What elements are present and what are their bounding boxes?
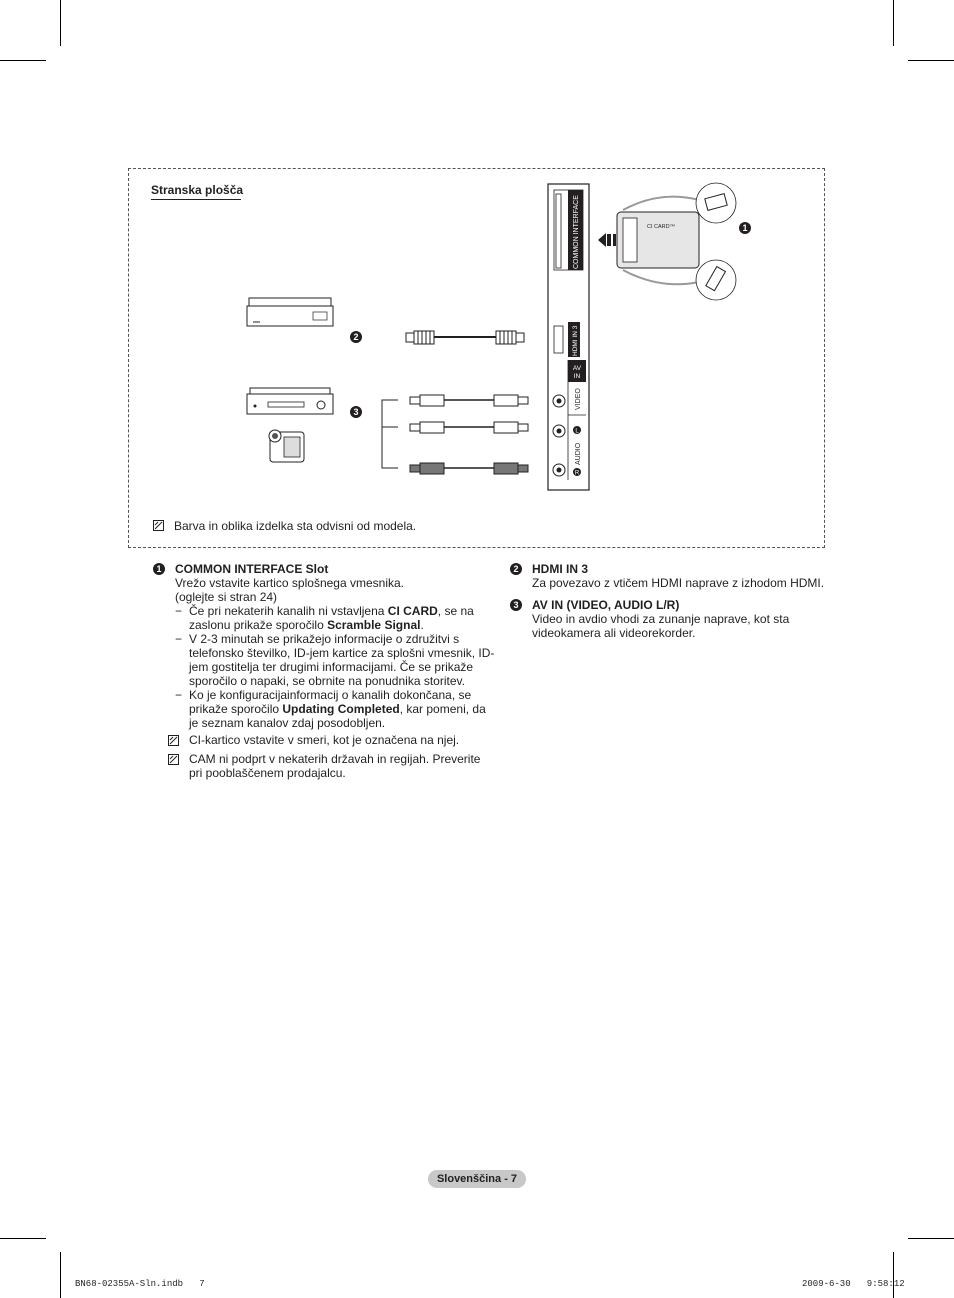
common-interface-section: COMMON INTERFACE Slot Vrežo vstavite kar… [175, 562, 495, 730]
av-in-section: AV IN (VIDEO, AUDIO L/R) Video in avdio … [532, 598, 832, 640]
callout-2: 2 [350, 331, 362, 343]
page-number-badge: Slovenščina - 7 [428, 1170, 526, 1188]
audio-label: AUDIO [575, 442, 582, 465]
crop-mark [893, 1252, 894, 1298]
note-icon [168, 754, 179, 765]
svg-text:1: 1 [742, 223, 747, 233]
item-number-2: 2 [510, 563, 522, 575]
crop-mark [60, 0, 61, 46]
crop-mark [0, 1238, 46, 1239]
file-info: BN68-02355A-Sln.indb 7 [75, 1279, 205, 1289]
section-text: Video in avdio vhodi za zunanje naprave,… [532, 612, 790, 640]
vcr-illustration [246, 387, 334, 415]
rca-cable-audio-l [409, 421, 529, 434]
common-interface-label: COMMON INTERFACE [573, 195, 580, 269]
item-number-1: 1 [153, 563, 165, 575]
svg-text:3: 3 [353, 407, 358, 417]
section-heading: AV IN (VIDEO, AUDIO L/R) [532, 598, 680, 612]
ci-card-illustration: CI CARD™ [616, 182, 737, 301]
title-underline [151, 199, 241, 200]
item-number-3: 3 [510, 599, 522, 611]
rca-cable-audio-r [409, 462, 529, 475]
av-in-label-1: AV [573, 365, 582, 372]
section-heading: HDMI IN 3 [532, 562, 589, 576]
hdmi-cable [405, 330, 525, 345]
crop-mark [60, 1252, 61, 1298]
svg-text:2: 2 [353, 332, 358, 342]
callout-1: 1 [739, 222, 751, 234]
note-icon [153, 520, 164, 531]
audio-r-label: R [575, 471, 580, 477]
tv-side-panel: COMMON INTERFACE HDMI IN 3 AV IN VIDEO A… [547, 183, 590, 491]
figure-frame [128, 168, 825, 548]
print-date: 2009-6-30 9:58:12 [802, 1279, 905, 1289]
crop-mark [908, 1238, 954, 1239]
list-item: Ko je konfiguracijainformacij o kanalih … [175, 688, 495, 730]
hdmi-label: HDMI IN 3 [572, 325, 579, 356]
video-label: VIDEO [575, 388, 582, 410]
note-icon [168, 735, 179, 746]
note-text: CAM ni podprt v nekaterih državah in reg… [189, 752, 481, 780]
section-line: (oglejte si stran 24) [175, 590, 278, 604]
connection-diagram: 2 3 1 [246, 182, 751, 491]
camcorder-illustration [268, 429, 305, 463]
dvd-player-illustration [246, 297, 334, 327]
crop-mark [893, 0, 894, 46]
list-item: V 2-3 minutah se prikažejo informacije o… [175, 632, 495, 688]
section-heading: COMMON INTERFACE Slot [175, 562, 329, 576]
figure-note: Barva in oblika izdelka sta odvisni od m… [174, 519, 417, 533]
callout-3: 3 [350, 406, 362, 418]
audio-l-label: L [575, 429, 579, 435]
crop-mark [0, 60, 46, 61]
insert-arrow [598, 233, 616, 247]
section-line: Vrežo vstavite kartico splošnega vmesnik… [175, 576, 404, 590]
av-in-label-2: IN [574, 373, 581, 380]
av-bracket [381, 399, 398, 469]
ci-card-label: CI CARD™ [647, 224, 675, 230]
hdmi-section: HDMI IN 3 Za povezavo z vtičem HDMI napr… [532, 562, 832, 590]
rca-cable-video [409, 394, 529, 407]
section-text: Za povezavo z vtičem HDMI naprave z izho… [532, 576, 825, 590]
figure-title: Stranska plošča [151, 183, 244, 197]
crop-mark [908, 60, 954, 61]
note-text: CI-kartico vstavite v smeri, kot je ozna… [189, 733, 460, 747]
list-item: Če pri nekaterih kanalih ni vstavljena C… [175, 604, 495, 632]
